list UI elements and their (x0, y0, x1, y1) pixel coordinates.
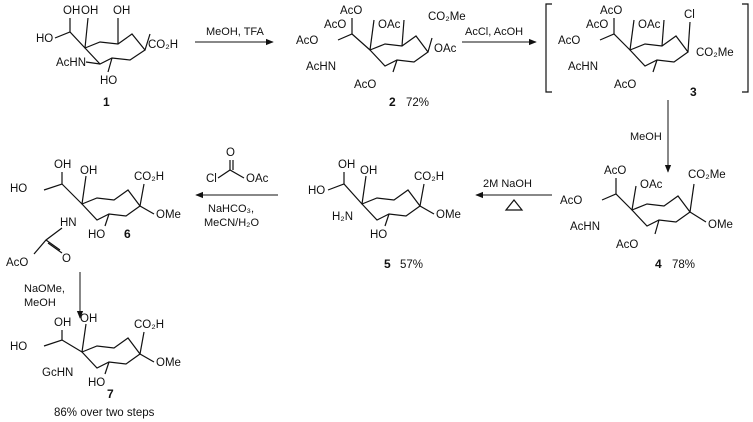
c3-number: 3 (690, 85, 697, 99)
reagent-step2: AcCl, AcOH (465, 26, 523, 38)
c1-oh-c: OH (113, 5, 130, 17)
c6-aco-side: AcO (6, 257, 28, 269)
c2-aco-bottom: AcO (354, 79, 376, 91)
c6-oh-b: OH (80, 165, 97, 177)
c7-ho-bottom: HO (88, 377, 105, 389)
c6-ho-left: HO (10, 183, 27, 195)
c3-cl: Cl (684, 9, 695, 21)
compound-7: OH OH HO GcHN HO CO₂H OMe 7 86% over two… (10, 313, 181, 419)
reagent-step6-line2: MeOH (24, 297, 56, 309)
c2-number: 2 (389, 95, 396, 109)
c3-ester: CO₂Me (696, 47, 734, 59)
c5-nh2: H₂N (332, 211, 353, 223)
c5-ome: OMe (436, 209, 461, 221)
compound-4: AcO OAc AcO AcHN AcO CO₂Me OMe 4 78% (560, 165, 733, 271)
c2-aco-left: AcO (296, 35, 318, 47)
c3-aco-bottom: AcO (614, 79, 636, 91)
bracket-left (545, 3, 552, 93)
reagent-step3: MeOH (630, 131, 662, 143)
c4-ester: CO₂Me (688, 169, 726, 181)
c1-ho-bottom: HO (100, 75, 117, 87)
c4-yield: 78% (672, 259, 695, 271)
compound-1: OH OH OH HO AcHN HO CO₂H 1 (36, 5, 178, 109)
c2-aco-b: AcO (324, 19, 346, 31)
reagent-step5-line2: MeCN/H₂O (204, 217, 259, 229)
c7-nh: GcHN (42, 367, 73, 379)
c6-ho-bottom: HO (88, 229, 105, 241)
c5-oh-a: OH (338, 159, 355, 171)
c7-oh-b: OH (80, 313, 97, 325)
c1-nh: AcHN (56, 57, 86, 69)
c5-ho-bottom: HO (370, 229, 387, 241)
chloroacetoxyacetyl-chloride: O Cl OAc (206, 147, 269, 185)
reagent5-o: O (226, 147, 235, 159)
c2-aco-a: AcO (340, 5, 362, 17)
c5-number: 5 (384, 257, 391, 271)
c6-number: 6 (124, 227, 131, 241)
c2-oac-right: OAc (434, 43, 457, 55)
c3-oac-c: OAc (638, 19, 661, 31)
c4-oac-c: OAc (640, 179, 663, 191)
c1-oh-a: OH (63, 5, 80, 17)
c6-oh-a: OH (54, 159, 71, 171)
c4-aco-bottom: AcO (616, 239, 638, 251)
reagent-step6-line1: NaOMe, (24, 283, 65, 295)
heat-triangle-icon (504, 199, 524, 211)
compound-3: AcO AcO OAc AcO AcHN AcO Cl CO₂Me 3 (558, 5, 734, 99)
c3-aco-b: AcO (586, 19, 608, 31)
c7-oh-a: OH (54, 317, 71, 329)
c3-aco-left: AcO (558, 35, 580, 47)
c2-oac-c: OAc (378, 19, 401, 31)
c1-acid: CO₂H (148, 39, 178, 51)
c7-acid: CO₂H (134, 319, 164, 331)
compound-5: OH OH HO H₂N HO CO₂H OMe 5 57% (308, 159, 461, 271)
c7-ho-left: HO (10, 341, 27, 353)
c7-ome: OMe (156, 357, 181, 369)
c1-ho-left: HO (36, 33, 53, 45)
c6-hn: HN (60, 217, 77, 229)
c5-oh-b: OH (360, 165, 377, 177)
c1-number: 1 (103, 95, 110, 109)
c4-ome: OMe (708, 219, 733, 231)
reagent5-oac: OAc (246, 173, 269, 185)
c4-aco-a: AcO (604, 165, 626, 177)
reagent-step4: 2M NaOH (483, 178, 532, 190)
reagent5-cl: Cl (206, 173, 217, 185)
c3-aco-a: AcO (600, 5, 622, 17)
c4-nh: AcHN (570, 221, 600, 233)
c6-amide-o: O (62, 253, 71, 265)
c2-nh: AcHN (306, 61, 336, 73)
c1-oh-b: OH (81, 5, 98, 17)
c4-number: 4 (655, 257, 662, 271)
c2-yield: 72% (406, 97, 429, 109)
c7-number: 7 (107, 387, 114, 401)
c5-acid: CO₂H (414, 171, 444, 183)
c7-yield: 86% over two steps (54, 407, 155, 419)
c5-ho-left: HO (308, 185, 325, 197)
bracket-right (742, 3, 749, 93)
compound-2: AcO AcO OAc AcO AcHN AcO CO₂Me OAc 2 72% (296, 5, 466, 109)
c6-acid: CO₂H (134, 171, 164, 183)
c5-yield: 57% (400, 259, 423, 271)
reagent-step5-line1: NaHCO₃, (208, 203, 254, 215)
compound-6: OH OH HO HN HO CO₂H OMe O AcO 6 (6, 159, 181, 269)
c4-aco-left: AcO (560, 195, 582, 207)
c2-ester: CO₂Me (428, 11, 466, 23)
c6-ome: OMe (156, 209, 181, 221)
reagent-step1: MeOH, TFA (206, 26, 265, 38)
c3-nh: AcHN (568, 61, 598, 73)
